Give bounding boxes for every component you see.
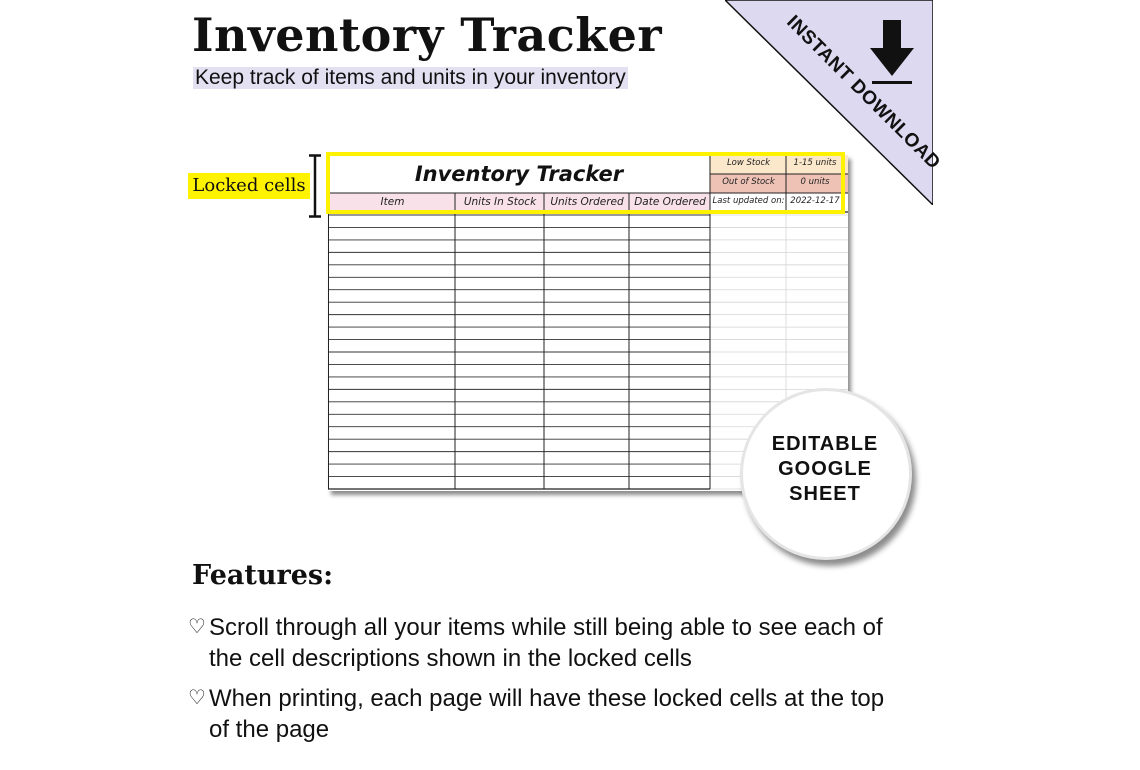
- page-title: Inventory Tracker: [192, 8, 663, 62]
- low-stock-label: Low Stock: [726, 158, 771, 168]
- heart-outline-icon: ♡: [188, 616, 206, 638]
- column-header-item: Item: [380, 196, 405, 208]
- badge-text: EDITABLE GOOGLE SHEET: [740, 432, 910, 507]
- out-of-stock-label: Out of Stock: [722, 177, 775, 187]
- page-subtitle: Keep track of items and units in your in…: [193, 66, 628, 89]
- feature-item: ♡ When printing, each page will have the…: [188, 683, 908, 747]
- feature-text: When printing, each page will have these…: [209, 685, 885, 743]
- badge-line: GOOGLE: [778, 458, 872, 480]
- badge-line: EDITABLE: [771, 433, 879, 455]
- low-stock-fill: [710, 155, 848, 174]
- column-header-fill: [328, 193, 710, 212]
- feature-text: Scroll through all your items while stil…: [209, 614, 883, 672]
- sheet-title: Inventory Tracker: [414, 162, 624, 186]
- badge-line: SHEET: [789, 483, 861, 505]
- last-updated-value: 2022-12-17: [790, 196, 840, 206]
- heart-outline-icon: ♡: [188, 687, 206, 709]
- out-of-stock-value: 0 units: [800, 177, 830, 187]
- features-title: Features:: [192, 560, 334, 591]
- last-updated-label: Last updated on:: [712, 196, 785, 206]
- low-stock-value: 1-15 units: [793, 158, 837, 168]
- out-of-stock-fill: [710, 174, 848, 193]
- editable-google-sheet-badge: [740, 388, 912, 560]
- column-header-units-ordered: Units Ordered: [550, 196, 624, 208]
- download-arrow-icon: [870, 20, 914, 84]
- locked-cells-bracket: [309, 154, 321, 218]
- column-header-units-in-stock: Units In Stock: [463, 196, 537, 208]
- locked-cells-highlight: [326, 152, 845, 214]
- column-header-date-ordered: Date Ordered: [634, 196, 706, 208]
- locked-cells-label: Locked cells: [188, 173, 310, 199]
- feature-item: ♡ Scroll through all your items while st…: [188, 612, 908, 676]
